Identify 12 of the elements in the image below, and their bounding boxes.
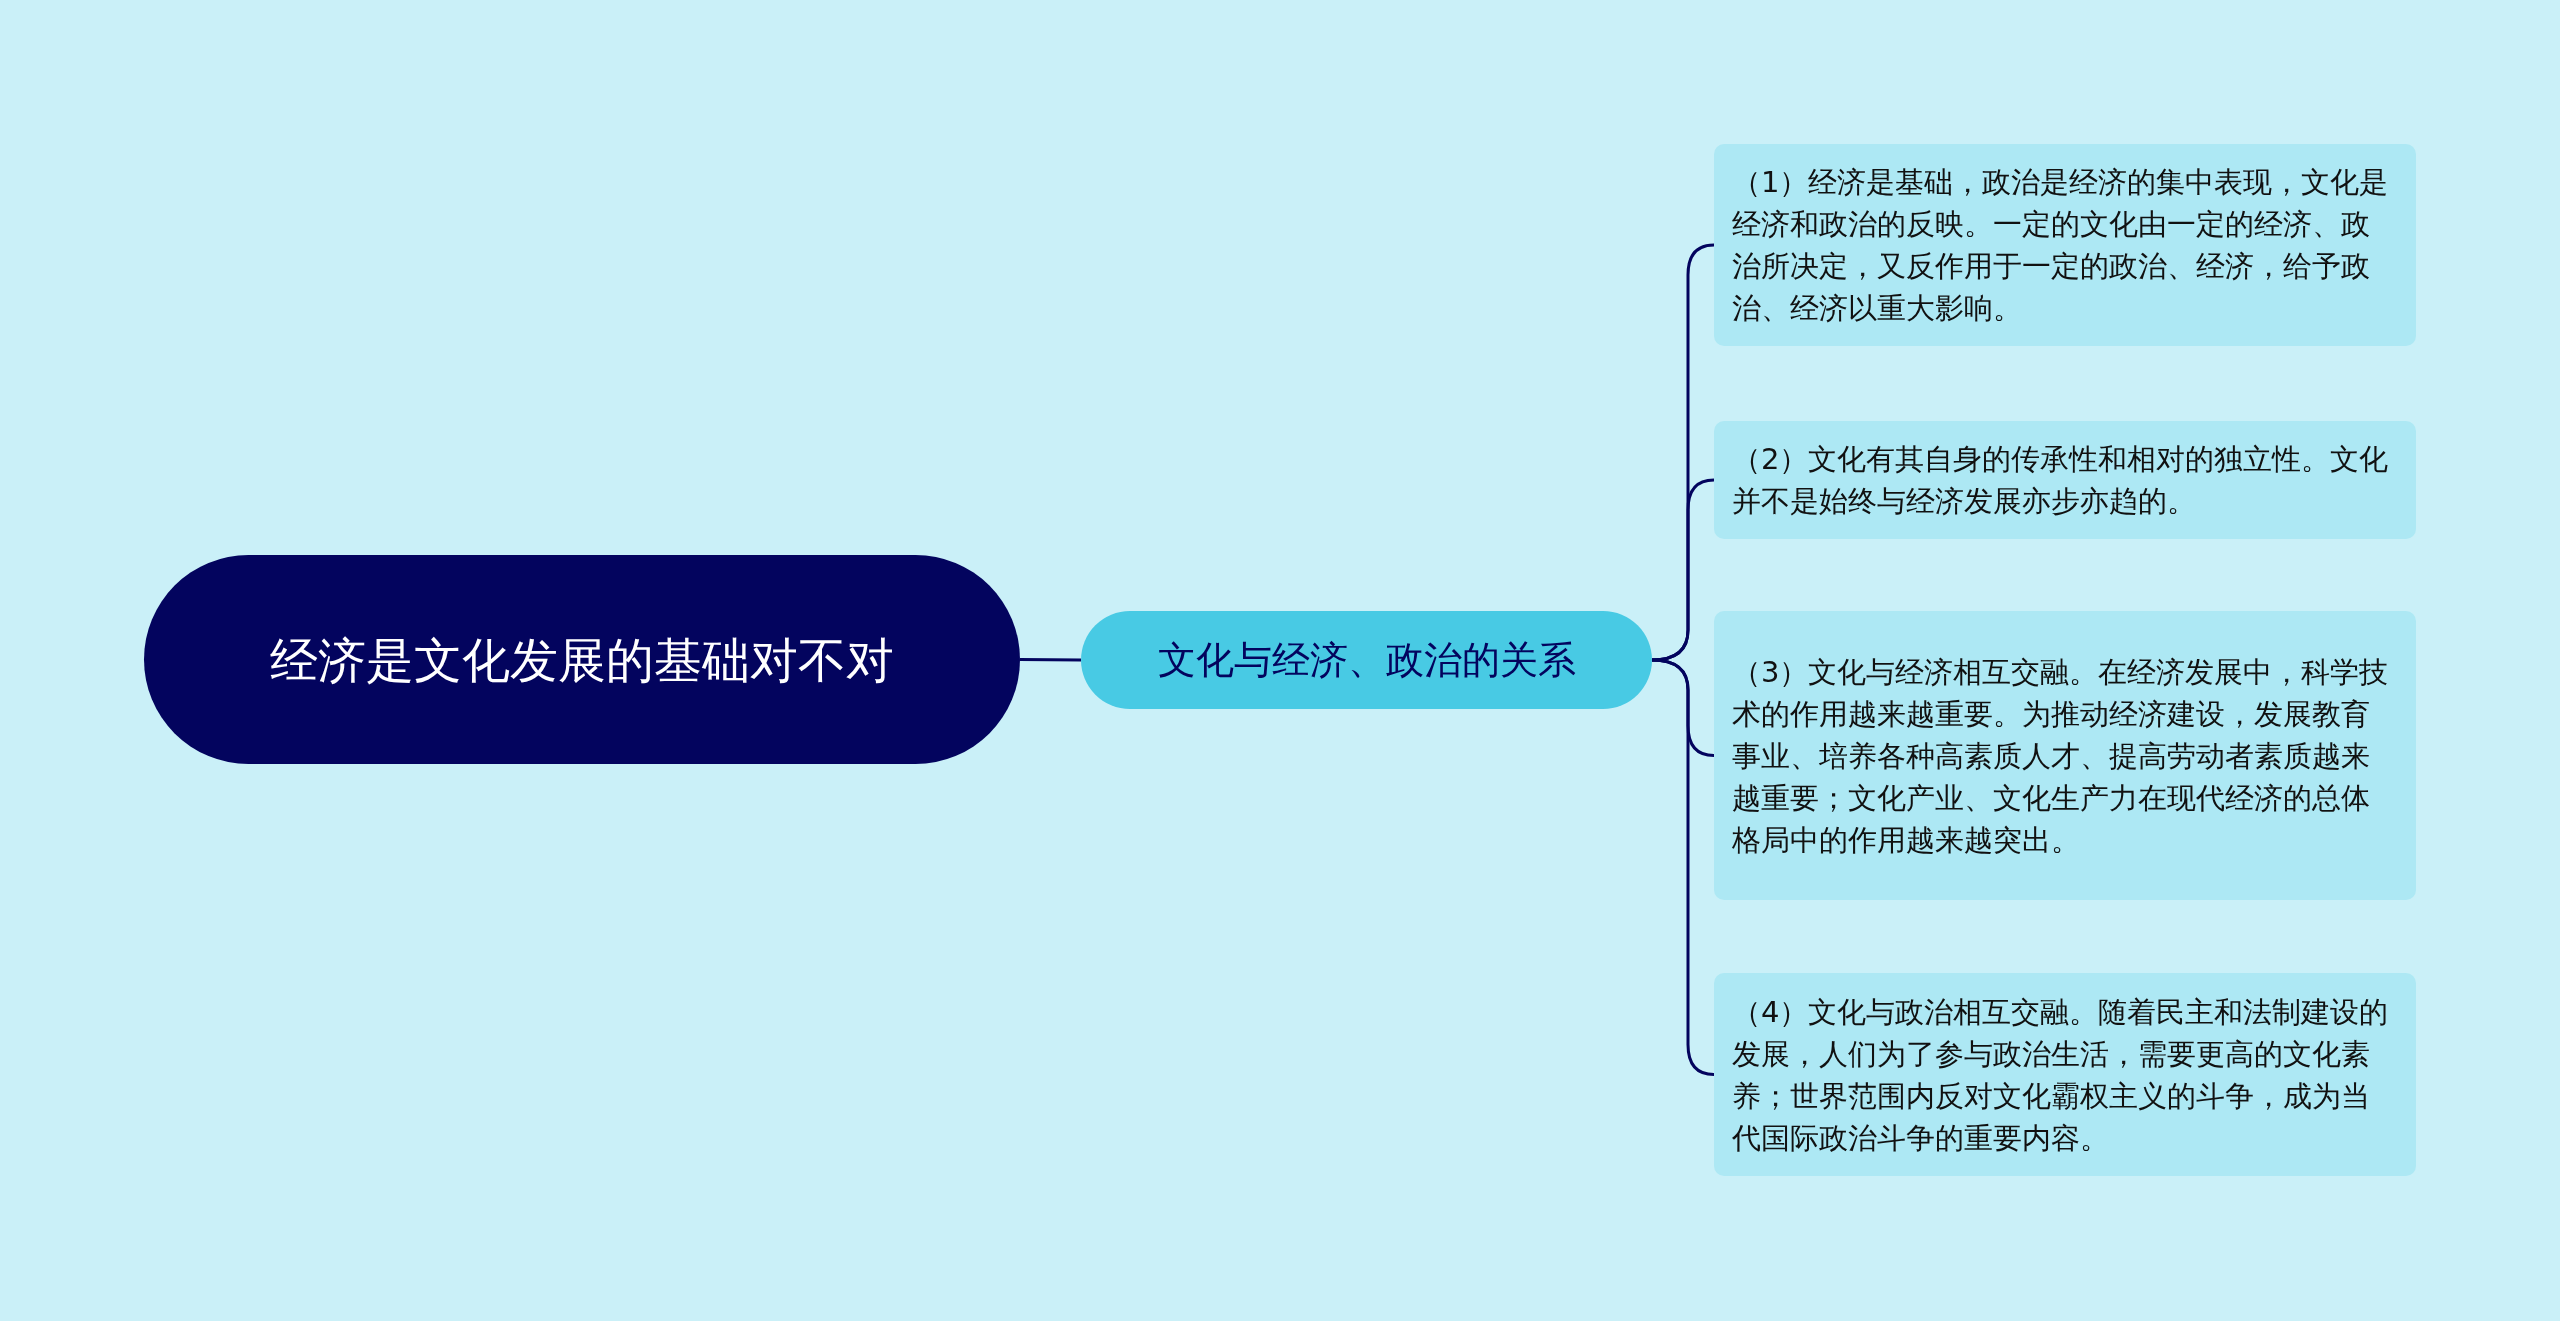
detail-text: （1）经济是基础，政治是经济的集中表现，文化是经济和政治的反映。一定的文化由一定的经济、政治所决定，又反作用于一定的政治、经济，给予政治、经济以重大影响。	[1732, 164, 2390, 327]
detail-box	[1714, 421, 2416, 539]
detail-box	[1714, 144, 2416, 346]
topic-text: 经济是文化发展的基础对不对	[270, 630, 894, 690]
detail-box	[1714, 611, 2416, 900]
detail-text: （3）文化与经济相互交融。在经济发展中，科学技术的作用越来越重要。为推动经济建设，发展教育事业、培养各种高素质人才、提高劳动者素质越来越重要；文化产业、文化生产力在现代经济的总体格局中的作用越来越突出。	[1732, 653, 2390, 859]
detail-text: （4）文化与政治相互交融。随着民主和法制建设的发展，人们为了参与政治生活，需要更高的文化素养；世界范围内反对文化霸权主义的斗争，成为当代国际政治斗争的重要内容。	[1732, 993, 2390, 1157]
detail-box	[1714, 973, 2416, 1176]
connector-line	[1651, 478, 1715, 662]
connector-line	[1020, 658, 1081, 662]
subtopic-text: 文化与经济、政治的关系	[1157, 636, 1576, 684]
detail-text: （2）文化有其自身的传承性和相对的独立性。文化并不是始终与经济发展亦步亦趋的。	[1732, 441, 2390, 520]
